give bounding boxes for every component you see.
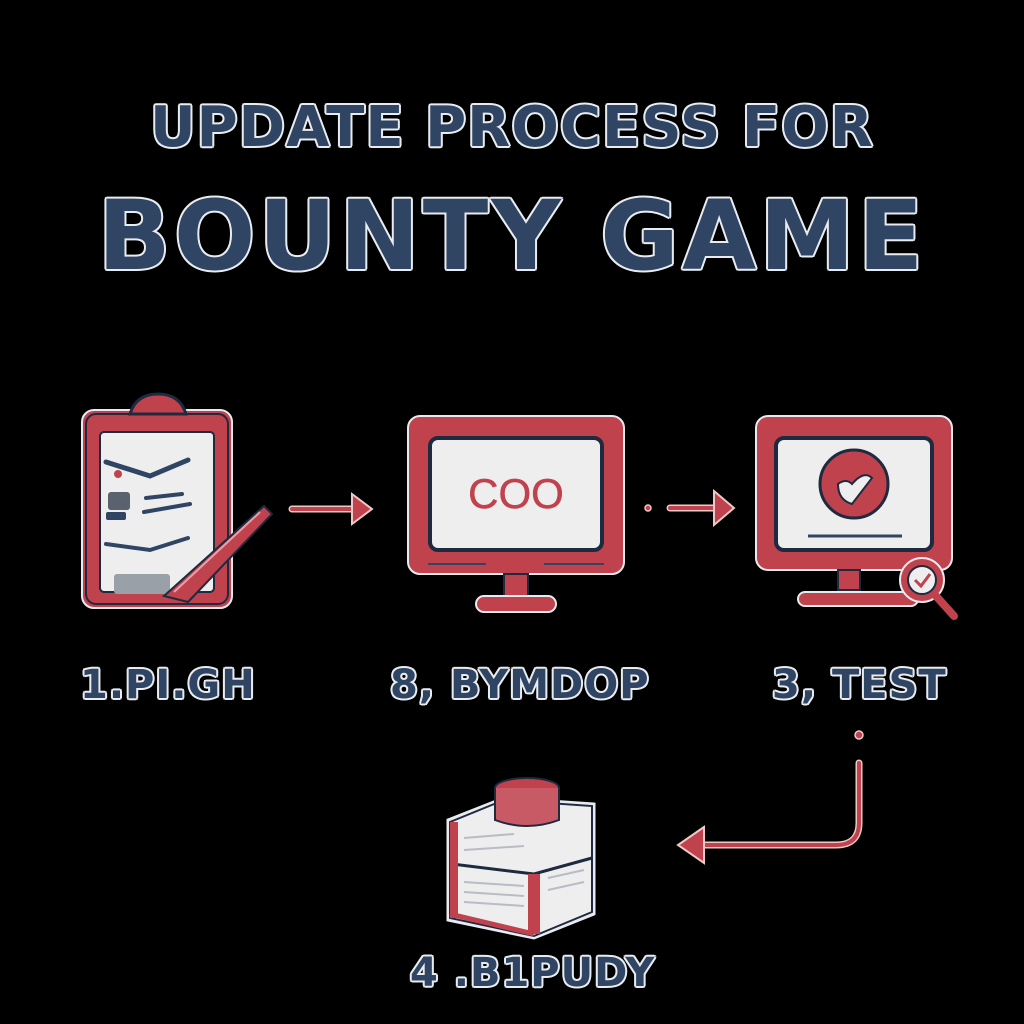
step-4-icon <box>444 774 604 944</box>
arrow-step-2-to-3 <box>640 486 740 536</box>
arrow-right-icon <box>288 492 374 526</box>
arrow-step-3-to-4 <box>670 725 870 869</box>
monitor-check-magnifier-icon <box>755 415 958 620</box>
step-2-label: 8, BYMDOP <box>390 662 650 708</box>
package-box-icon <box>446 777 596 940</box>
arrow-elbow-left-icon <box>676 730 864 865</box>
step-1-label: 1.PI.GH <box>80 662 256 708</box>
arrow-right-icon <box>644 488 736 528</box>
clipboard-checklist-icon <box>81 392 274 609</box>
title-line-1: UPDATE PROCESS FOR <box>150 95 874 160</box>
title-line-2: BOUNTY GAME <box>97 180 927 292</box>
step-1-icon <box>78 388 278 618</box>
step-3-icon <box>752 412 962 622</box>
step-4-label: 4 .B1PUDY <box>410 950 656 996</box>
step-3-label: 3, TEST <box>772 662 947 708</box>
arrow-step-1-to-2 <box>288 490 378 534</box>
monitor-code-icon: COO <box>407 415 625 613</box>
step-2-icon: COO <box>404 412 628 622</box>
screen-code-text: COO <box>468 470 564 517</box>
